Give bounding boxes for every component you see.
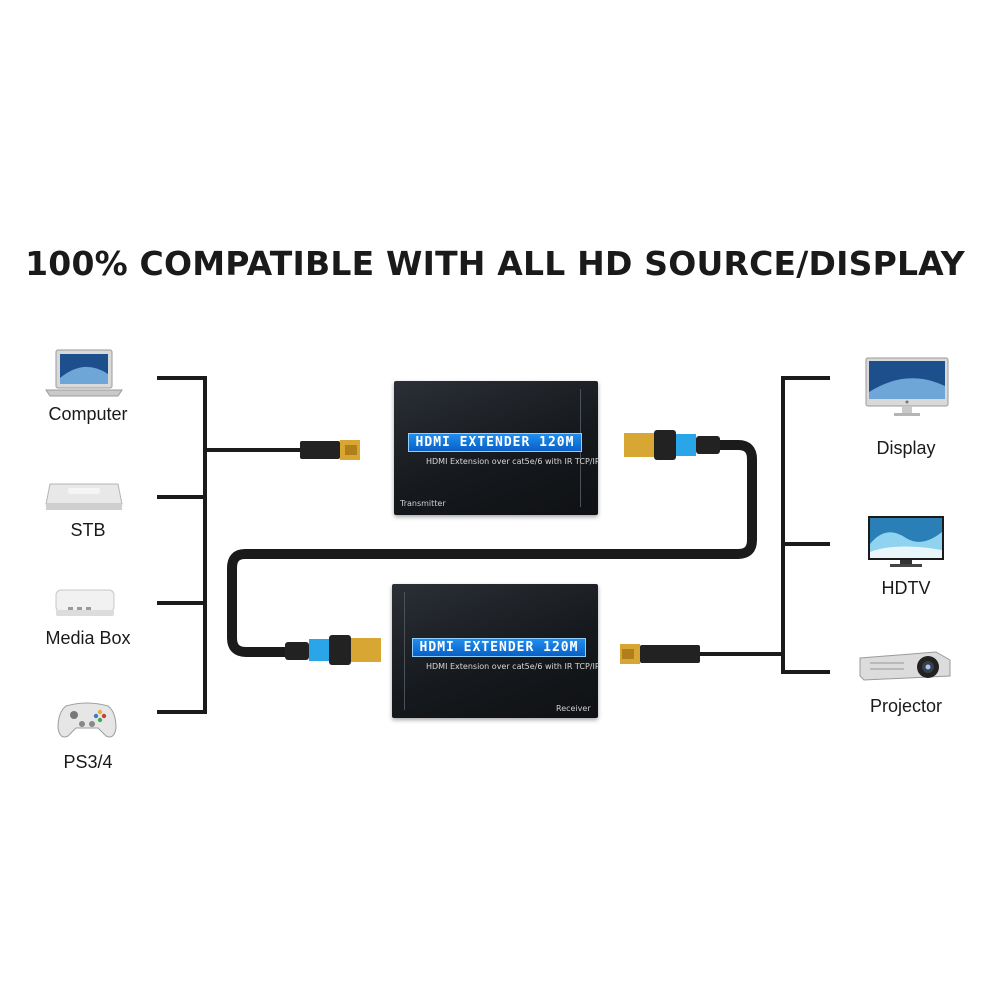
headline: 100% COMPATIBLE WITH ALL HD SOURCE/DISPL… — [25, 244, 965, 283]
source-label-stb: STB — [70, 520, 106, 540]
projector-icon — [859, 651, 951, 681]
transmitter-unit: HDMI EXTENDER 120M HDMI Extension over c… — [394, 381, 600, 515]
tv-icon — [868, 516, 944, 567]
transmitter-subtitle: HDMI Extension over cat5e/6 with IR TCP/… — [426, 457, 600, 466]
rj45-plug-receiver — [285, 635, 381, 665]
source-label-ps: PS3/4 — [63, 752, 113, 772]
set-top-box-icon — [45, 483, 123, 510]
hdmi-plug-transmitter — [300, 440, 360, 460]
receiver-edge — [404, 592, 405, 710]
display-label-display: Display — [876, 438, 936, 458]
source-label-media-box: Media Box — [45, 628, 131, 648]
source-label-computer: Computer — [48, 404, 128, 424]
hdmi-plug-receiver — [620, 644, 700, 664]
receiver-unit: HDMI EXTENDER 120M HDMI Extension over c… — [392, 584, 600, 718]
transmitter-label: Transmitter — [400, 499, 446, 508]
receiver-band: HDMI EXTENDER 120M — [412, 638, 586, 657]
ethernet-cable — [227, 440, 757, 657]
rj45-plug-transmitter — [624, 430, 720, 460]
laptop-icon — [45, 349, 123, 397]
display-bus — [700, 376, 830, 674]
receiver-subtitle: HDMI Extension over cat5e/6 with IR TCP/… — [426, 662, 600, 671]
display-label-hdtv: HDTV — [881, 578, 931, 598]
receiver-label: Receiver — [556, 704, 591, 713]
transmitter-band: HDMI EXTENDER 120M — [408, 433, 582, 452]
media-box-icon — [55, 589, 115, 616]
monitor-icon — [865, 357, 949, 416]
gamepad-icon — [57, 702, 117, 738]
display-label-projector: Projector — [869, 696, 943, 716]
source-bus — [157, 376, 300, 714]
